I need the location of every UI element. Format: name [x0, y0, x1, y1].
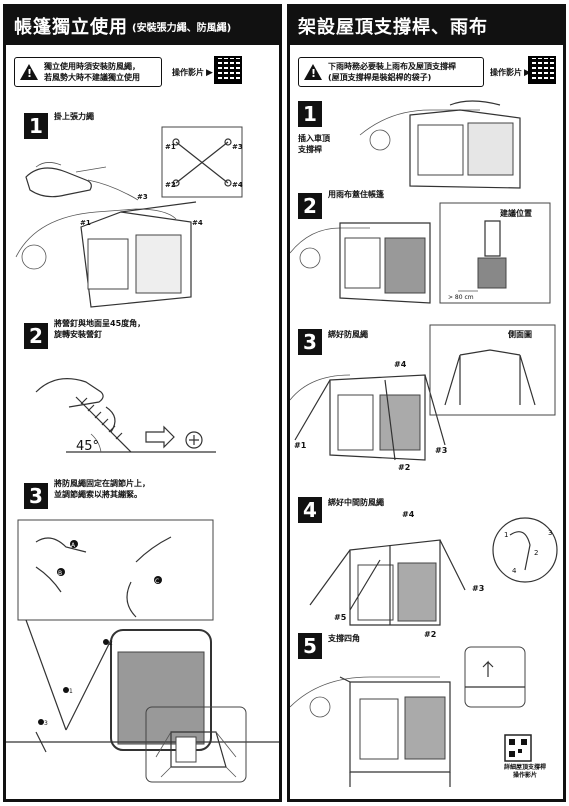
r-step-1-text: 插入車頂 支撐桿 — [298, 134, 330, 154]
right-video-label: 操作影片 — [490, 68, 522, 77]
r5-qr-code-icon — [504, 734, 532, 762]
step-3-text: 將防風繩固定在調節片上， 並調節繩索以將其繃緊。 — [54, 479, 150, 499]
r-step-3-number: 3 — [298, 329, 322, 355]
r-step-1-number: 1 — [298, 101, 322, 127]
step-1-mark-4: #4 — [192, 219, 203, 227]
left-panel: 帳篷獨立使用 (安裝張力繩、防風繩) 獨立使用時須安裝防風繩， 若風勢大時不建議… — [3, 4, 282, 802]
detail-mark-2: 2 — [534, 549, 538, 557]
right-warning-line-1: 下雨時務必要裝上雨布及屋頂支撐桿 — [328, 62, 456, 71]
r-step-4-illustration: #4 #5 #3 #2 1 2 3 4 — [309, 510, 558, 639]
r3-mark-3: #3 — [435, 446, 447, 455]
detail-mark-3: 3 — [548, 529, 552, 537]
left-qr-code-icon[interactable] — [214, 56, 242, 84]
inset-mark-4: #4 — [232, 181, 243, 189]
step-1-mark-3: #3 — [137, 193, 148, 201]
r4-mark-4: #4 — [402, 510, 415, 519]
r3-mark-2: #2 — [398, 463, 410, 472]
r-step-2-text: 用雨布蓋住帳篷 — [328, 190, 384, 199]
dimension-label: > 80 cm — [448, 294, 474, 301]
step-1-mark-1: #1 — [80, 219, 91, 227]
right-qr-code-icon[interactable] — [528, 56, 556, 84]
left-warning-line-1: 獨立使用時須安裝防風繩， — [44, 62, 140, 71]
warning-icon — [20, 64, 38, 80]
right-panel: 架設屋頂支撐桿、雨布 下雨時務必要裝上雨布及屋頂支撐桿 (屋頂支撐桿是裝鋁桿的袋… — [287, 4, 566, 802]
r4-mark-2: #2 — [424, 630, 436, 639]
r-step-4-number: 4 — [298, 497, 322, 523]
mark-c: C — [155, 578, 159, 585]
left-subtitle: (安裝張力繩、防風繩) — [132, 22, 232, 34]
r-step-5-number: 5 — [298, 633, 322, 659]
r4-mark-5: #5 — [334, 613, 347, 622]
r3-mark-1: #1 — [294, 441, 307, 450]
r4-mark-3: #3 — [472, 584, 484, 593]
inset-mark-2: #2 — [165, 181, 176, 189]
mark-b: B — [58, 570, 62, 577]
left-warning-line-2: 若風勢大時不建議獨立使用 — [44, 73, 140, 82]
num-mark-1: 1 — [69, 688, 73, 695]
step-3-illustration: A B C 1 2 3 — [6, 519, 279, 783]
left-warning-box: 獨立使用時須安裝防風繩， 若風勢大時不建議獨立使用 — [14, 57, 162, 87]
left-panel-header: 帳篷獨立使用 (安裝張力繩、防風繩) — [6, 7, 279, 45]
left-video-label: 操作影片 — [172, 68, 204, 77]
step-1-illustration: #3 #1 #3 #2 #4 #4 #1 — [15, 126, 243, 308]
detail-mark-4: 4 — [512, 567, 517, 575]
suggest-label: 建議位置 — [499, 208, 532, 218]
r-step-2-illustration: 建議位置 > 80 cm — [290, 202, 551, 304]
num-mark-3: 3 — [44, 720, 48, 727]
step-2-text: 將營釘與地面呈45度角， 旋轉安裝營釘 — [54, 319, 146, 339]
right-video-link[interactable]: 操作影片 ▶ — [490, 67, 531, 78]
left-video-link[interactable]: 操作影片 ▶ — [172, 67, 213, 78]
right-panel-header: 架設屋頂支撐桿、雨布 — [290, 7, 563, 45]
step-1-text: 掛上張力繩 — [54, 112, 94, 121]
right-title: 架設屋頂支撐桿、雨布 — [298, 17, 488, 38]
left-title: 帳篷獨立使用 — [14, 17, 128, 38]
qr-caption: 詳細屋頂支撐桿 操作影片 — [503, 764, 546, 779]
r-step-3-illustration: #4 #1 #2 #3 側面圖 — [290, 324, 556, 472]
r-step-5-text: 支撐四角 — [328, 634, 360, 643]
r-step-2-number: 2 — [298, 193, 322, 219]
inset-mark-1: #1 — [165, 143, 176, 151]
angle-label: 45° — [76, 439, 99, 454]
r-step-4-text: 綁好中間防風繩 — [328, 498, 384, 507]
step-1-number: 1 — [24, 113, 48, 139]
right-warning-line-2: (屋頂支撐桿是裝鋁桿的袋子) — [328, 73, 432, 82]
side-label: 側面圖 — [507, 329, 532, 339]
mark-a: A — [71, 542, 76, 549]
right-warning-box: 下雨時務必要裝上雨布及屋頂支撐桿 (屋頂支撐桿是裝鋁桿的袋子) — [298, 57, 484, 87]
detail-mark-1: 1 — [504, 531, 508, 539]
play-arrow-icon: ▶ — [206, 67, 213, 78]
play-arrow-icon: ▶ — [524, 68, 531, 78]
r-step-5-illustration — [290, 646, 532, 787]
step-2-illustration: 45° — [35, 378, 216, 454]
step-2-number: 2 — [24, 323, 48, 349]
r-step-1-illustration — [359, 100, 521, 189]
r3-mark-4: #4 — [394, 360, 407, 369]
inset-mark-3: #3 — [232, 143, 243, 151]
warning-icon — [304, 64, 322, 80]
num-mark-2: 2 — [109, 640, 113, 647]
r-step-3-text: 綁好防風繩 — [328, 330, 368, 339]
step-3-number: 3 — [24, 483, 48, 509]
